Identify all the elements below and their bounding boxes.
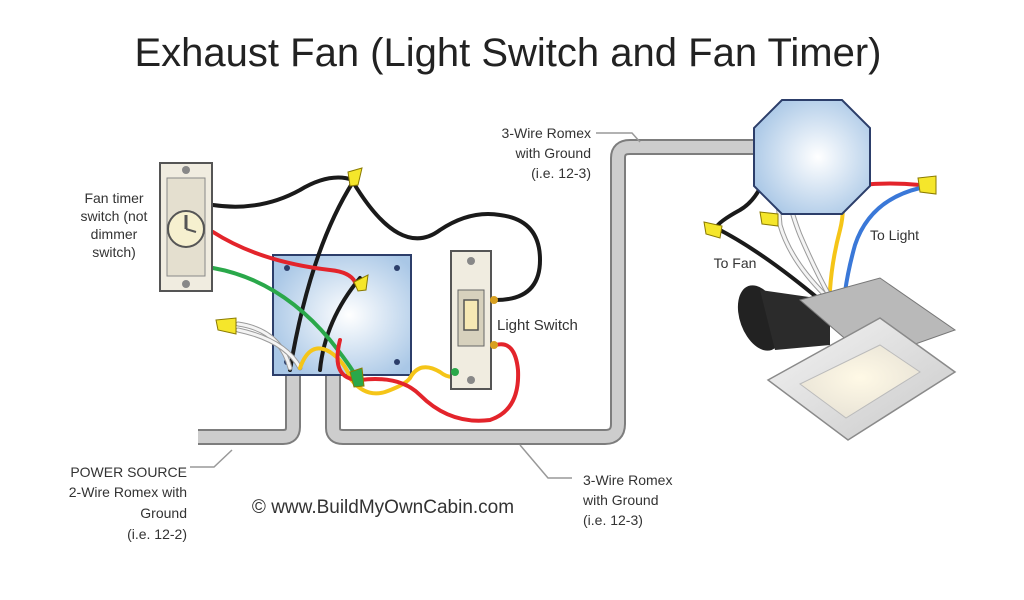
romex-cables <box>198 139 772 445</box>
to-light-label: To Light <box>870 227 919 243</box>
svg-text:Ground: Ground <box>140 505 187 521</box>
light-switch-label: Light Switch <box>497 317 578 334</box>
svg-text:switch): switch) <box>92 244 136 260</box>
fan-timer-label: Fan timer switch (not dimmer switch) <box>81 190 148 260</box>
wire-nut-fan-2 <box>759 211 779 227</box>
wires <box>211 145 922 423</box>
exhaust-fan <box>737 277 957 441</box>
svg-text:(i.e. 12-2): (i.e. 12-2) <box>127 526 187 542</box>
fan-timer-switch <box>159 162 213 292</box>
wire-nuts <box>215 167 937 388</box>
black-wire-fan <box>318 276 362 372</box>
svg-text:switch (not: switch (not <box>81 208 148 224</box>
wire-nut-light <box>917 175 937 195</box>
wire-nut-ground <box>349 367 365 388</box>
power-source-label: POWER SOURCE 2-Wire Romex with Ground (i… <box>69 464 187 542</box>
ceiling-box <box>753 99 871 215</box>
black-wire-timer <box>211 175 355 209</box>
page-title: Exhaust Fan (Light Switch and Fan Timer) <box>135 31 882 75</box>
romex-bottom-label: 3-Wire Romex with Ground (i.e. 12-3) <box>582 472 672 528</box>
wire-nut-neutral <box>215 317 237 335</box>
black-wire-line <box>288 180 355 372</box>
fan-blue-wire <box>843 186 922 294</box>
svg-text:(i.e. 12-3): (i.e. 12-3) <box>531 165 591 181</box>
black-wire-switch-loop <box>351 180 543 302</box>
copyright: © www.BuildMyOwnCabin.com <box>252 497 514 518</box>
light-switch <box>450 250 498 390</box>
svg-text:3-Wire Romex: 3-Wire Romex <box>583 472 672 488</box>
wire-nut-box <box>353 274 369 292</box>
red-wire-timer <box>211 230 357 284</box>
to-fan-label: To Fan <box>714 255 757 271</box>
svg-text:3-Wire Romex: 3-Wire Romex <box>502 125 591 141</box>
svg-text:dimmer: dimmer <box>91 226 138 242</box>
ground-wire <box>211 266 359 380</box>
svg-text:with Ground: with Ground <box>582 492 658 508</box>
switch-toggle <box>463 299 479 331</box>
svg-text:POWER SOURCE: POWER SOURCE <box>70 464 187 480</box>
power-source-cable <box>198 372 301 445</box>
leader-lines <box>190 132 641 479</box>
svg-text:2-Wire Romex with: 2-Wire Romex with <box>69 484 187 500</box>
svg-text:with Ground: with Ground <box>515 145 591 161</box>
svg-text:Fan timer: Fan timer <box>84 190 143 206</box>
wire-nut-top <box>347 167 363 187</box>
fan-lens <box>799 344 921 419</box>
romex-top-label: 3-Wire Romex with Ground (i.e. 12-3) <box>502 125 591 181</box>
svg-text:(i.e. 12-3): (i.e. 12-3) <box>583 512 643 528</box>
wire-nut-fan-1 <box>703 221 723 239</box>
